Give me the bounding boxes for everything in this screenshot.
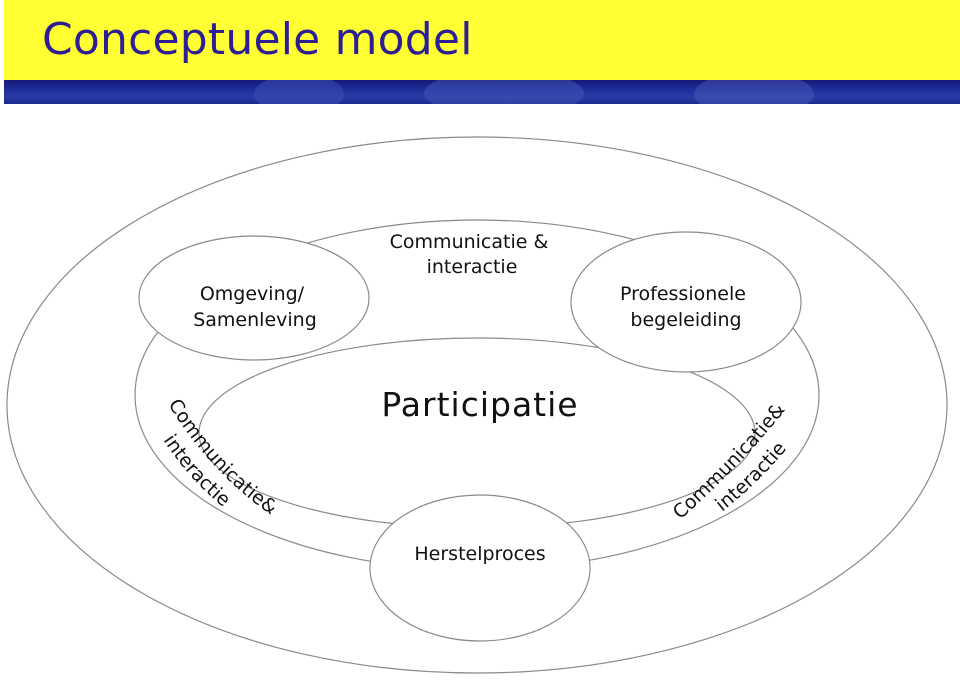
label-omgeving: Omgeving/ Samenleving (193, 283, 317, 331)
label-herstelproces: Herstelproces (414, 543, 545, 565)
slide-title: Conceptuele model (42, 14, 473, 65)
strip-shape (424, 80, 584, 104)
label-professionele-begeleiding: Professionele begeleiding (620, 283, 752, 331)
outer-ellipse (6, 136, 948, 674)
circle-herstelproces (369, 494, 591, 642)
label-participatie: Participatie (381, 385, 578, 424)
circle-omgeving (138, 235, 370, 361)
title-bar: Conceptuele model (4, 0, 960, 80)
strip-shape (254, 80, 344, 104)
label-communicatie-top: Communicatie & interactie (390, 231, 555, 278)
strip-shape (694, 80, 814, 104)
title-decoration-strip (4, 80, 960, 104)
circle-professionele-begeleiding (570, 231, 802, 373)
